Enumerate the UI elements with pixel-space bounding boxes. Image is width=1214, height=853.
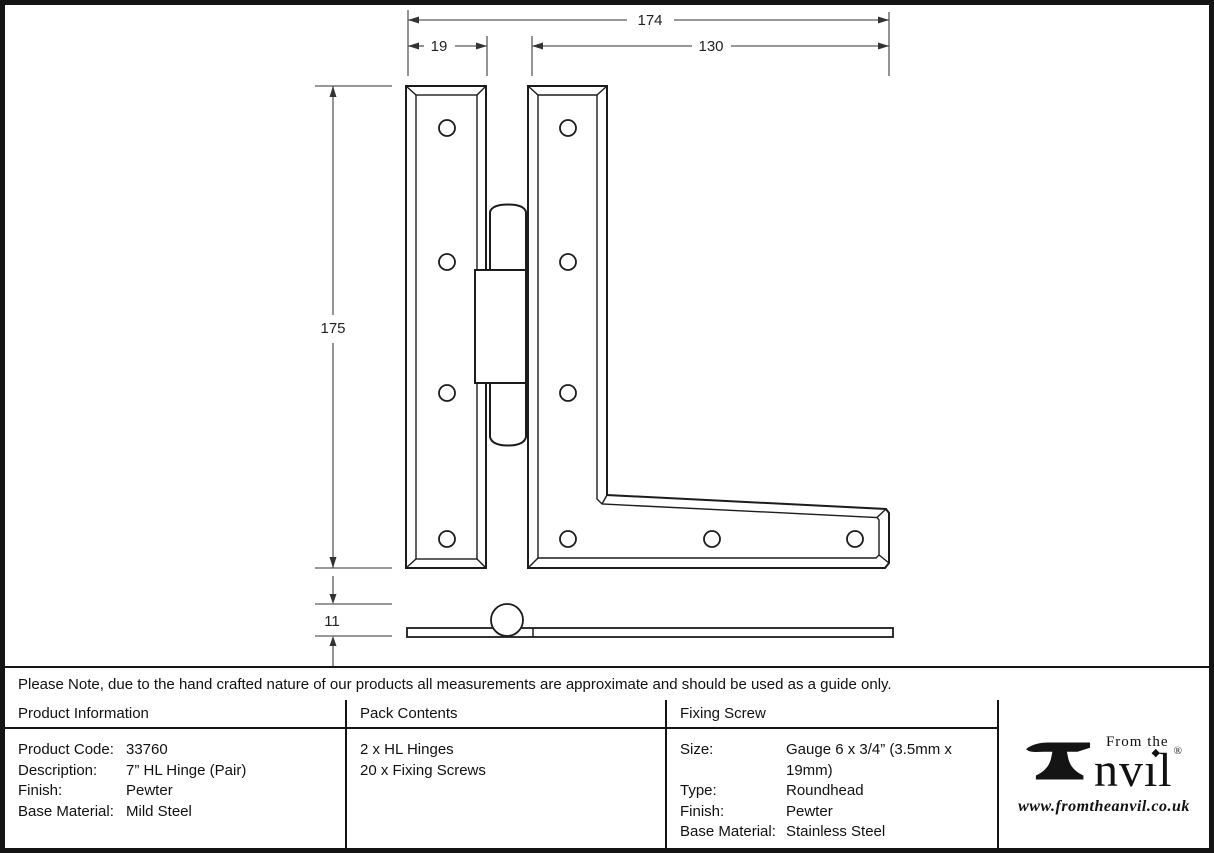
left-leaf-chamfers <box>405 85 487 569</box>
row-value: Pewter <box>786 802 833 820</box>
right-leaf-chamfers <box>527 85 890 569</box>
side-view-plate <box>406 627 894 638</box>
dimension-lines <box>332 19 889 666</box>
screw-hole <box>559 530 577 548</box>
dimension-arrowheads <box>329 16 889 646</box>
row-value: 7” HL Hinge (Pair) <box>126 761 247 779</box>
row-value: Stainless Steel <box>786 823 886 840</box>
table-row: Type: Roundhead <box>680 781 991 802</box>
screw-hole <box>559 384 577 402</box>
row-label: Product Code: <box>18 741 114 758</box>
product-information-header: Product Information <box>5 700 345 729</box>
left-leaf <box>405 85 487 569</box>
screw-holes <box>438 119 864 548</box>
screw-hole <box>438 384 456 402</box>
dim-label-knuckle-depth: 11 <box>324 613 340 630</box>
hinge-technical-drawing: 174 19 130 175 11 <box>315 10 894 666</box>
hinge-side-view <box>406 603 894 638</box>
table-row: Base Material: Stainless Steel <box>680 822 991 843</box>
table-row: Finish: Pewter <box>680 802 991 823</box>
table-row: Finish: Pewter <box>18 781 339 802</box>
screw-hole <box>559 253 577 271</box>
row-label: Finish: <box>18 782 63 799</box>
dim-label-overall-width: 174 <box>637 12 662 29</box>
pack-item: 2 x HL Hinges <box>360 741 454 758</box>
row-label: Base Material: <box>18 802 114 820</box>
note-text: Please Note, due to the hand crafted nat… <box>18 675 892 693</box>
row-value: Roundhead <box>786 782 864 799</box>
fixing-screw-header: Fixing Screw <box>667 700 997 729</box>
screw-hole <box>438 530 456 548</box>
table-row: Description: 7” HL Hinge (Pair) <box>18 761 339 782</box>
fixing-screw-column: Fixing Screw Size: Gauge 6 x 3/4” (3.5mm… <box>667 700 999 848</box>
right-leaf-outline <box>527 85 890 569</box>
dimension-extension-lines <box>315 10 890 637</box>
screw-hole <box>438 253 456 271</box>
screw-hole <box>559 119 577 137</box>
hinge-front-view <box>405 85 890 569</box>
product-information-column: Product Information Product Code: 33760 … <box>5 700 347 848</box>
screw-hole <box>438 119 456 137</box>
row-label: Size: <box>680 741 714 758</box>
row-label: Type: <box>680 782 717 799</box>
measurement-note: Please Note, due to the hand crafted nat… <box>5 666 1209 702</box>
dim-label-arm-length: 130 <box>698 38 723 55</box>
row-value: Pewter <box>126 782 173 799</box>
spec-table: Product Information Product Code: 33760 … <box>5 700 1209 848</box>
table-row: Size: Gauge 6 x 3/4” (3.5mm x 19mm) <box>680 740 991 781</box>
anvil-icon <box>1025 742 1090 779</box>
side-view-knuckle <box>490 603 524 637</box>
screw-hole <box>703 530 721 548</box>
knuckle-middle-segment <box>474 269 527 384</box>
registered-trademark-icon: ® <box>1173 745 1182 758</box>
pack-contents-header: Pack Contents <box>347 700 665 729</box>
pack-contents-column: Pack Contents 2 x HL Hinges 20 x Fixing … <box>347 700 667 848</box>
table-row: Product Code: 33760 <box>18 740 339 761</box>
table-row: Base Material: Mild Steel <box>18 802 339 823</box>
logo-tagline: From the <box>1105 734 1169 751</box>
row-label: Finish: <box>680 802 725 820</box>
pack-item: 20 x Fixing Screws <box>360 761 486 779</box>
right-leaf-bevel <box>537 94 880 559</box>
logo-website-url: www.fromtheanvil.co.uk <box>1018 797 1190 815</box>
from-the-anvil-logo: From the nvıl ◆ ® www.fromtheanvil.co.uk <box>1018 733 1190 816</box>
row-value: Mild Steel <box>126 802 192 820</box>
dim-label-height: 175 <box>320 320 345 337</box>
screw-hole <box>846 530 864 548</box>
dim-label-leaf-width: 19 <box>431 38 448 55</box>
knuckle-bottom-segment <box>489 382 527 447</box>
diamond-tittle-icon: ◆ <box>1151 747 1160 760</box>
row-label: Base Material: <box>680 823 776 840</box>
row-label: Description: <box>18 761 98 779</box>
knuckle-top-segment <box>489 203 527 271</box>
row-value: 33760 <box>126 741 168 758</box>
logo-wordmark: nvıl <box>1093 744 1173 798</box>
row-value: Gauge 6 x 3/4” (3.5mm x 19mm) <box>786 741 952 779</box>
brand-logo-cell: From the nvıl ◆ ® www.fromtheanvil.co.uk <box>999 700 1209 848</box>
